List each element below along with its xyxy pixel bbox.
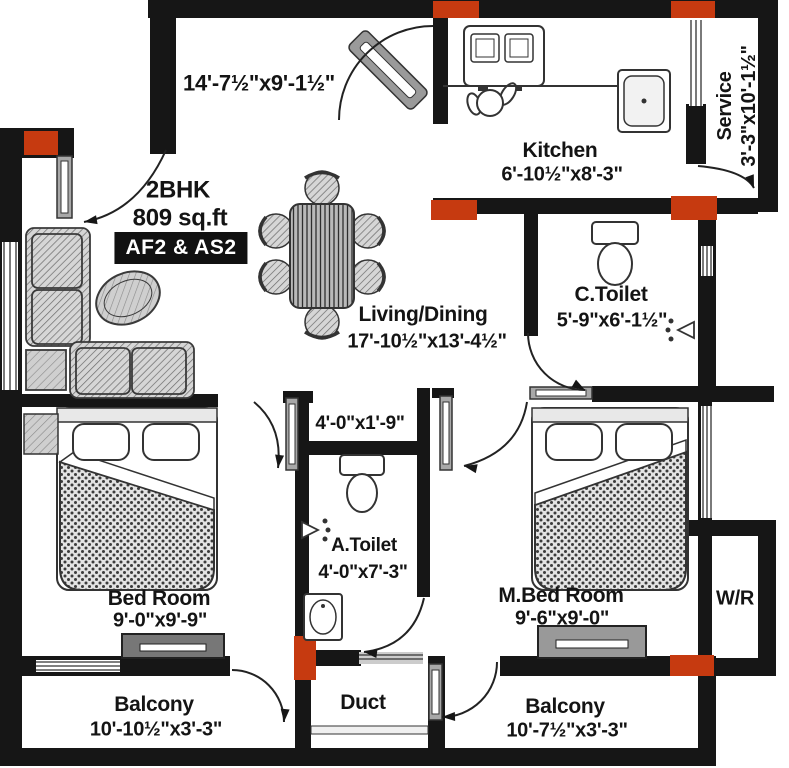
washbasin-icon [303, 593, 343, 641]
dining-table-icon [258, 170, 386, 340]
bedroom-dimension: 9'-0"x9'-9" [112, 609, 208, 632]
living-dining-label: Living/Dining [358, 302, 488, 326]
bedside-table-icon [23, 413, 59, 455]
balcony-left-dimension: 10'-10½"x3'-3" [89, 718, 223, 741]
cook-figure-icon [466, 82, 518, 117]
pillow-icon [72, 423, 130, 461]
door-leaf [428, 663, 443, 721]
column-markers [24, 1, 717, 680]
door-leaf [439, 395, 453, 471]
wardrobe-icon [121, 633, 225, 659]
foyer-dimension: 14'-7½"x9'-1½" [183, 70, 335, 96]
plan-area: 809 sq.ft [132, 204, 228, 232]
passage-dimension: 4'-0"x1'-9" [315, 413, 405, 435]
door-swing-icon [231, 669, 285, 723]
window-icon [701, 406, 713, 518]
balcony-right-dimension: 10'-7½"x3'-3" [506, 719, 628, 742]
wr-label: W/R [716, 587, 754, 610]
sofa-icon [25, 227, 195, 399]
service-label-block: Service 3'-3"x10'-1½" [713, 45, 761, 166]
door-swing-icon [338, 25, 434, 121]
toilet-icon [339, 454, 385, 513]
plan-title: 2BHK [145, 176, 211, 204]
pillow-icon [545, 423, 603, 461]
duct-vent [310, 725, 429, 735]
bedroom-label: Bed Room [107, 586, 211, 610]
c-toilet-dimension: 5'-9"x6'-1½" [556, 309, 668, 332]
pillow-icon [615, 423, 673, 461]
windows [2, 20, 713, 672]
column-marker [670, 655, 714, 676]
m-bedroom-dimension: 9'-6"x9'-0" [514, 607, 610, 630]
window-icon [36, 660, 120, 672]
c-toilet-label: C.Toilet [574, 282, 648, 306]
wardrobe-icon [537, 625, 647, 659]
door-swings [83, 25, 755, 723]
side-table-icon [25, 349, 67, 391]
kitchen-label: Kitchen [522, 138, 598, 162]
door-swing-icon [253, 401, 280, 469]
balcony-right-label: Balcony [525, 694, 605, 718]
bed-icon [23, 407, 218, 591]
kitchen-dimension: 6'-10½"x8'-3" [501, 163, 623, 186]
column-marker [433, 1, 479, 18]
duct-label: Duct [340, 690, 386, 714]
stove-icon [463, 25, 545, 91]
door-leaf [56, 155, 73, 219]
door-arrows [84, 174, 754, 722]
door-leaf [285, 397, 299, 471]
door-swing-icon [527, 332, 586, 391]
column-marker [24, 131, 58, 155]
service-dimension: 3'-3"x10'-1½" [738, 45, 760, 167]
column-marker [671, 196, 717, 220]
window-icon [689, 20, 703, 106]
door-leaf [348, 30, 428, 110]
shower-icon [301, 518, 331, 542]
toilet-icon [591, 221, 639, 286]
unit-badge: AF2 & AS2 [114, 232, 248, 264]
m-bedroom-label: M.Bed Room [498, 583, 624, 607]
door-swing-icon [363, 597, 425, 653]
coffee-table-icon [95, 270, 161, 326]
service-label: Service [714, 71, 736, 141]
a-toilet-dimension: 4'-0"x7'-3" [318, 562, 408, 584]
door-swing-icon [441, 661, 498, 718]
column-marker [431, 200, 477, 220]
window-icon [701, 246, 713, 276]
living-dining-dimension: 17'-10½"x13'-4½" [347, 330, 507, 353]
kitchen-sink-icon [617, 69, 671, 133]
column-marker [294, 636, 316, 680]
door-swing-icon [463, 401, 528, 467]
shower-icon [665, 318, 695, 342]
pillow-icon [142, 423, 200, 461]
bed-icon [531, 407, 689, 591]
balcony-left-label: Balcony [114, 692, 194, 716]
window-icon [2, 242, 18, 390]
column-marker [671, 1, 715, 18]
a-toilet-label: A.Toilet [331, 535, 397, 557]
door-swing-icon [697, 165, 755, 189]
